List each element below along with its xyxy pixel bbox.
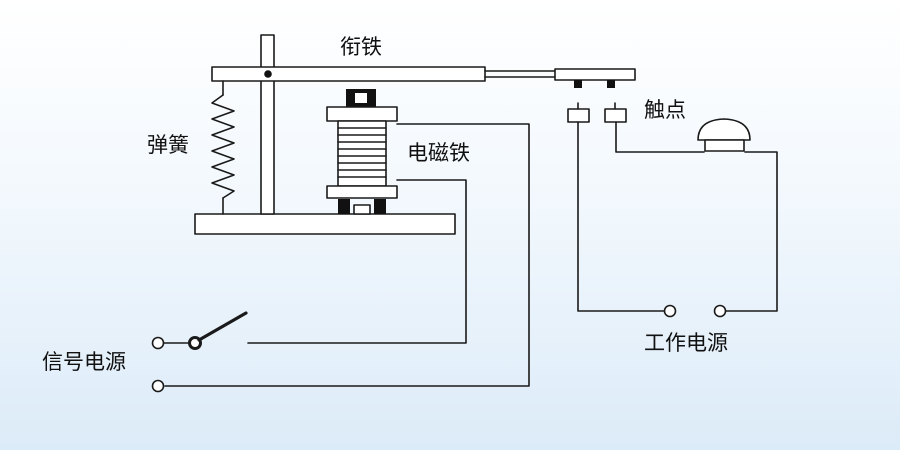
spring-label: 弹簧 bbox=[147, 133, 189, 157]
coil-wire-top bbox=[164, 123, 530, 387]
contacts-label: 触点 bbox=[644, 98, 686, 122]
signal-power-label: 信号电源 bbox=[42, 350, 126, 374]
pivot-pin bbox=[264, 70, 272, 78]
armature-label: 衔铁 bbox=[340, 35, 382, 59]
signal-terminal-top bbox=[151, 336, 165, 350]
load-wire-return bbox=[725, 151, 778, 312]
electromagnet-label: 电磁铁 bbox=[407, 141, 470, 165]
coil-wire-bottom bbox=[247, 179, 467, 344]
load-wire-left bbox=[577, 121, 665, 312]
base-plate bbox=[194, 213, 456, 235]
work-terminal-right bbox=[713, 304, 727, 318]
electromagnet bbox=[326, 89, 398, 215]
fixed-contacts bbox=[567, 102, 627, 123]
moving-contact-left bbox=[574, 80, 582, 88]
pivot-post bbox=[260, 34, 275, 215]
load-wire-right bbox=[615, 121, 705, 153]
signal-terminal-bottom bbox=[151, 379, 165, 393]
armature-lever bbox=[211, 66, 636, 82]
switch-blade bbox=[197, 311, 248, 342]
moving-contact-right bbox=[607, 80, 615, 88]
work-power-label: 工作电源 bbox=[644, 331, 728, 355]
bell-icon bbox=[697, 118, 751, 152]
spring bbox=[211, 80, 235, 215]
work-terminal-left bbox=[663, 304, 677, 318]
